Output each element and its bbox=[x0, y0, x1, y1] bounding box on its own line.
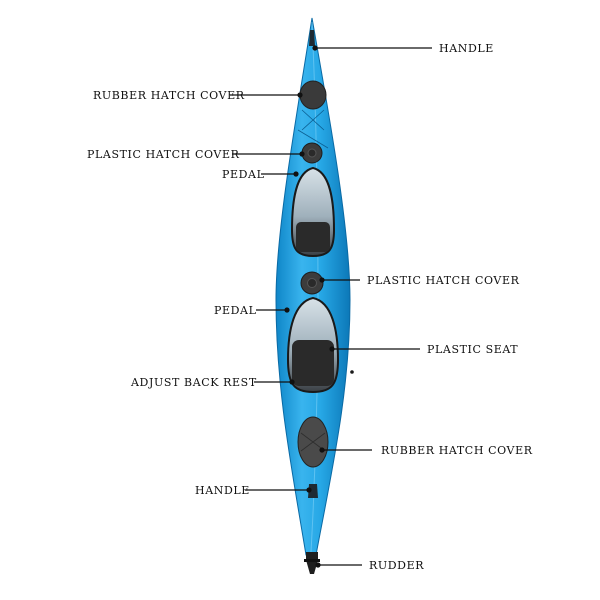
label-pedal-rear: PEDAL bbox=[214, 304, 257, 317]
label-plastic-hatch-cover-front: PLASTIC HATCH COVER bbox=[87, 148, 240, 161]
label-handle-top: HANDLE bbox=[439, 42, 494, 55]
rubber-hatch-cover-front bbox=[299, 80, 327, 110]
label-rubber-hatch-cover-rear: RUBBER HATCH COVER bbox=[381, 444, 533, 457]
leader-lines bbox=[230, 45, 432, 568]
front-deck-lines bbox=[297, 109, 329, 149]
label-handle-bottom: HANDLE bbox=[195, 484, 250, 497]
plastic-seat bbox=[292, 340, 334, 386]
rudder bbox=[306, 552, 318, 574]
label-adjust-back-rest: ADJUST BACK REST bbox=[131, 376, 257, 389]
label-rudder: RUDDER bbox=[369, 559, 425, 572]
side-fitting bbox=[350, 370, 354, 374]
label-rubber-hatch-cover-top: RUBBER HATCH COVER bbox=[93, 89, 245, 102]
label-plastic-hatch-cover-mid: PLASTIC HATCH COVER bbox=[367, 274, 520, 287]
label-pedal-front: PEDAL bbox=[222, 168, 265, 181]
label-plastic-seat: PLASTIC SEAT bbox=[427, 343, 519, 356]
handle-top bbox=[309, 30, 315, 46]
handle-bottom bbox=[308, 484, 318, 498]
